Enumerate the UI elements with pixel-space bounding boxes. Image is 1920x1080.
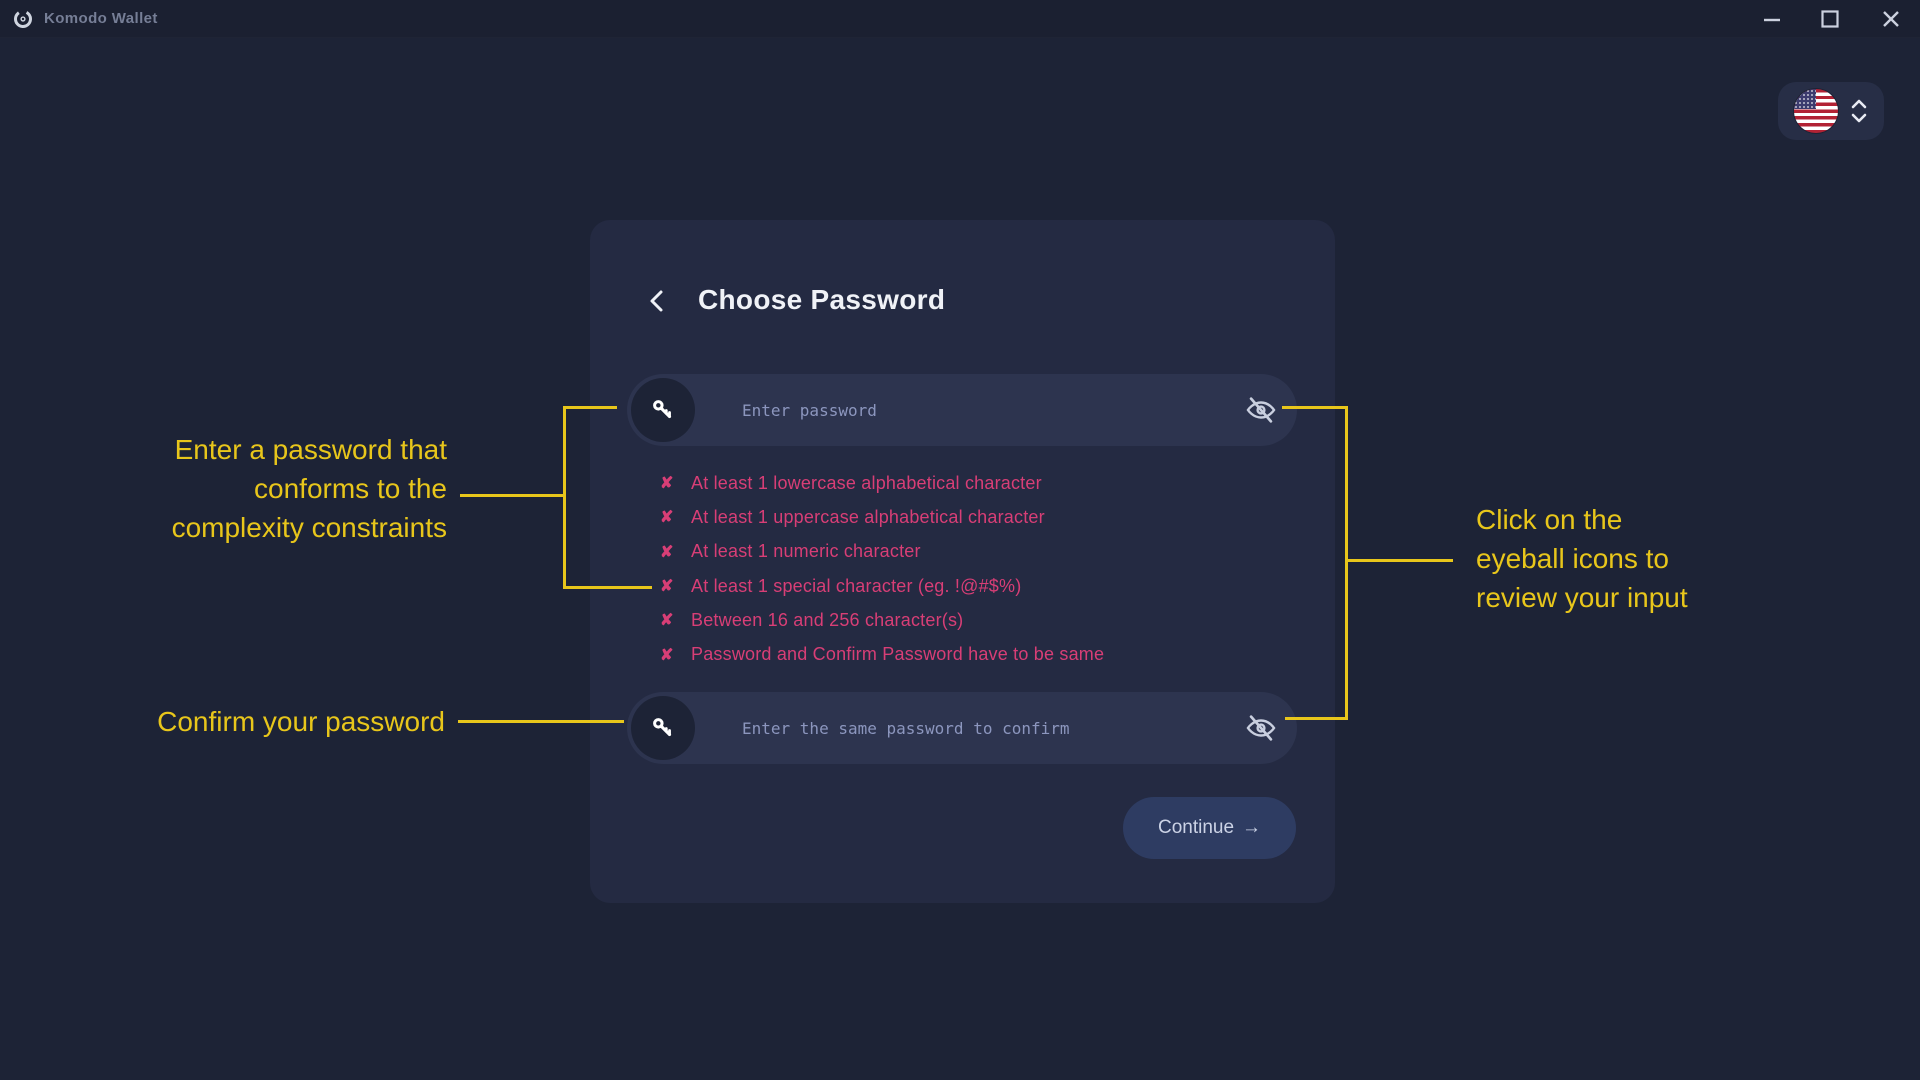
validation-row: ✘ Between 16 and 256 character(s) xyxy=(660,603,1104,637)
validation-text: Password and Confirm Password have to be… xyxy=(691,644,1105,665)
confirm-password-field xyxy=(627,692,1297,764)
password-field xyxy=(627,374,1297,446)
cross-mark-icon: ✘ xyxy=(660,543,674,561)
confirm-annotation: Confirm your password xyxy=(157,706,445,737)
right-bracket-stub xyxy=(1345,559,1453,562)
back-button[interactable] xyxy=(640,284,674,318)
us-flag-icon xyxy=(1794,89,1838,133)
confirm-password-input[interactable] xyxy=(627,692,1297,764)
password-input[interactable] xyxy=(627,374,1297,446)
cross-mark-icon: ✘ xyxy=(660,578,674,596)
continue-label: Continue xyxy=(1157,817,1235,838)
validation-text: At least 1 uppercase alphabetical charac… xyxy=(691,506,1045,527)
minimize-icon xyxy=(1764,18,1780,22)
annotation-line: Click on the xyxy=(1476,504,1623,535)
annotation-line: review your input xyxy=(1476,582,1688,613)
maximize-icon xyxy=(1821,10,1839,28)
validation-text: At least 1 special character (eg. !@#$%) xyxy=(691,575,1022,596)
annotation-line: Enter a password that xyxy=(174,434,447,465)
key-icon xyxy=(653,400,672,419)
close-button[interactable] xyxy=(1869,0,1913,38)
toggle-confirm-visibility-button[interactable] xyxy=(1241,708,1281,748)
cross-mark-icon: ✘ xyxy=(660,475,674,493)
left-bracket-bottom-arm xyxy=(563,586,652,589)
close-icon xyxy=(1883,11,1899,27)
titlebar: Komodo Wallet xyxy=(0,0,1920,38)
password-annotation: Enter a password that conforms to the co… xyxy=(27,430,447,547)
eye-slash-icon xyxy=(1246,715,1276,741)
confirm-connector-line xyxy=(458,720,624,723)
validation-text: At least 1 numeric character xyxy=(691,541,921,562)
validation-text: Between 16 and 256 character(s) xyxy=(691,609,964,630)
app-title: Komodo Wallet xyxy=(44,10,158,27)
validation-row: ✘ Password and Confirm Password have to … xyxy=(660,637,1104,671)
page-title: Choose Password xyxy=(698,284,946,315)
continue-button[interactable]: Continue → xyxy=(1123,797,1296,859)
eyeball-annotation: Click on the eyeball icons to review you… xyxy=(1476,500,1796,617)
cross-mark-icon: ✘ xyxy=(660,612,674,630)
validation-row: ✘ At least 1 numeric character xyxy=(660,535,1104,569)
left-bracket-line xyxy=(563,407,566,589)
language-selector[interactable] xyxy=(1778,82,1884,140)
annotation-line: eyeball icons to xyxy=(1476,543,1670,574)
key-badge xyxy=(631,696,695,760)
annotation-line: conforms to the xyxy=(254,473,447,504)
chevron-left-icon xyxy=(650,290,663,312)
arrow-right-icon: → xyxy=(1242,817,1262,838)
minimize-button[interactable] xyxy=(1750,0,1794,38)
chevron-up-down-icon xyxy=(1851,99,1867,123)
right-bracket-top-arm xyxy=(1282,406,1348,409)
right-bracket-line xyxy=(1345,407,1348,720)
choose-password-card xyxy=(590,220,1335,903)
annotation-line: complexity constraints xyxy=(171,512,447,543)
validation-row: ✘ At least 1 uppercase alphabetical char… xyxy=(660,500,1104,534)
validation-row: ✘ At least 1 special character (eg. !@#$… xyxy=(660,569,1104,603)
key-icon xyxy=(653,718,672,737)
right-bracket-bottom-arm xyxy=(1285,717,1348,720)
password-validation-list: ✘ At least 1 lowercase alphabetical char… xyxy=(660,466,1104,672)
maximize-button[interactable] xyxy=(1808,0,1852,38)
validation-row: ✘ At least 1 lowercase alphabetical char… xyxy=(660,466,1104,500)
cross-mark-icon: ✘ xyxy=(660,646,674,664)
cross-mark-icon: ✘ xyxy=(660,509,674,527)
komodo-logo-icon xyxy=(14,10,32,28)
key-badge xyxy=(631,378,695,442)
left-bracket-top-arm xyxy=(563,406,617,409)
eye-slash-icon xyxy=(1246,397,1276,423)
toggle-password-visibility-button[interactable] xyxy=(1241,390,1281,430)
left-bracket-stub xyxy=(460,494,566,497)
validation-text: At least 1 lowercase alphabetical charac… xyxy=(691,472,1042,493)
